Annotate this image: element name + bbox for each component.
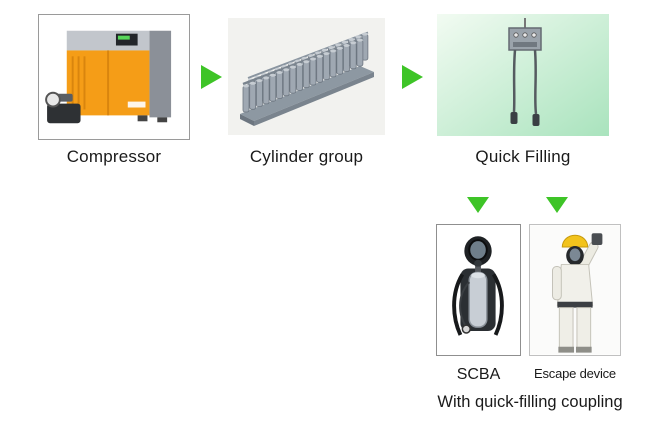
arrow-right-icon — [400, 64, 424, 90]
arrow-right-icon — [199, 64, 223, 90]
escape-device-image — [529, 224, 621, 356]
arrow-down-icon — [545, 196, 569, 214]
arrow-down-icon — [466, 196, 490, 214]
compressor-image — [38, 14, 190, 140]
scba-label: SCBA — [456, 366, 501, 383]
quick-filling-image — [437, 14, 609, 136]
step-label-compressor: Compressor — [66, 147, 162, 166]
step-label-cylinder-group: Cylinder group — [249, 147, 364, 166]
escape-device-label: Escape device — [534, 366, 616, 381]
cylinder-group-image — [228, 18, 385, 135]
caption: With quick-filling coupling — [437, 393, 623, 411]
scba-image — [436, 224, 521, 356]
step-label-quick-filling: Quick Filling — [475, 147, 571, 166]
